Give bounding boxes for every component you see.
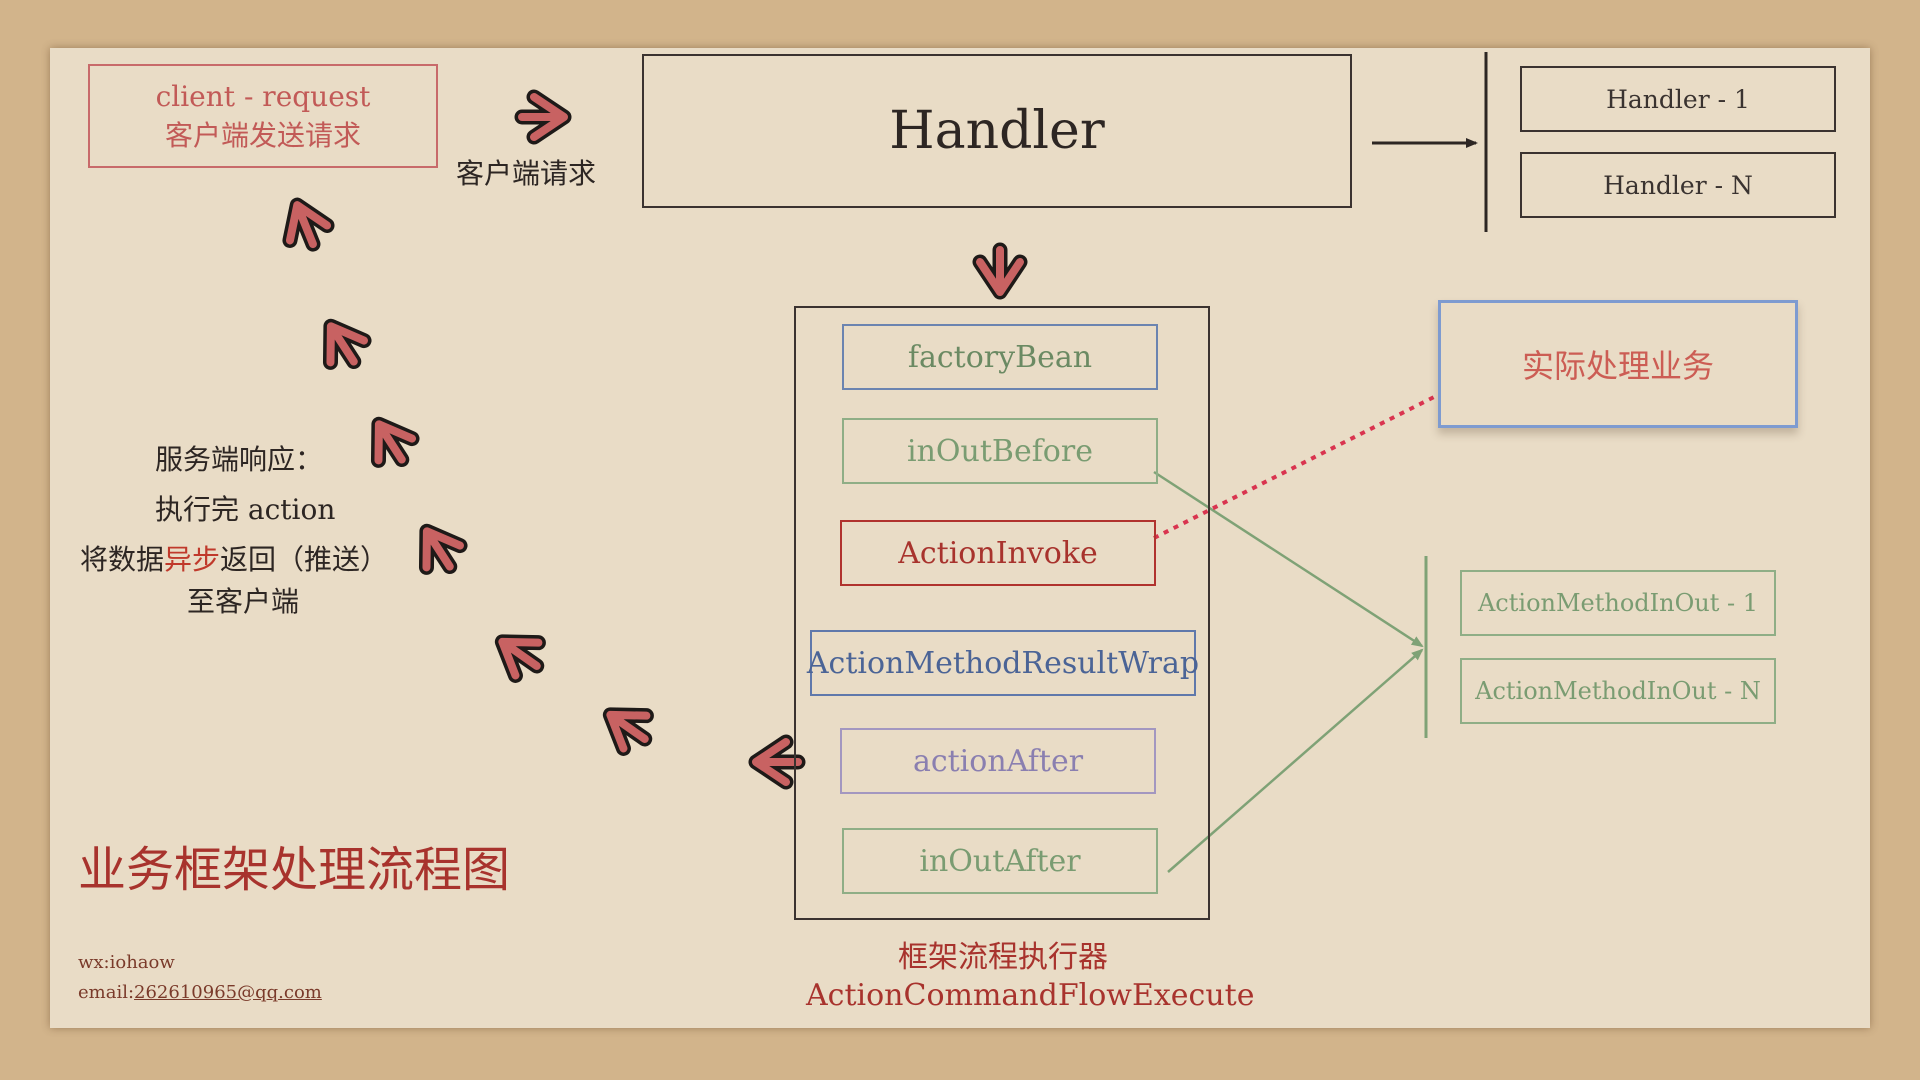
in-out-before-connector <box>1153 470 1424 648</box>
page-title: 业务框架处理流程图 <box>78 842 511 898</box>
response-suffix: 返回（推送） <box>220 543 389 576</box>
response-text-line3: 将数据异步返回（推送） <box>80 538 388 578</box>
client-request-label-cn: 客户端发送请求 <box>164 119 361 152</box>
action-invoke-step: ActionInvoke <box>840 520 1156 586</box>
client-request-box: client - request 客户端发送请求 <box>88 64 438 168</box>
response-prefix: 将数据 <box>80 543 165 576</box>
response-text-line1: 服务端响应： <box>155 443 324 476</box>
response-arrow-4 <box>362 413 418 470</box>
executor-title-cn: 框架流程执行器 <box>898 940 1108 975</box>
action-method-result-wrap-step: ActionMethodResultWrap <box>807 630 1199 696</box>
action-after-step: actionAfter <box>840 728 1156 794</box>
in-out-after-connector <box>1167 648 1424 873</box>
contact-wx: wx:iohaow <box>78 952 175 973</box>
client-request-caption: 客户端请求 <box>456 157 597 190</box>
action-method-in-out-1-box: ActionMethodInOut - 1 <box>1460 570 1776 636</box>
response-async-highlight: 异步 <box>164 543 221 576</box>
executor-title-en: ActionCommandFlowExecute <box>806 978 1255 1013</box>
executor-container <box>794 306 1210 920</box>
client-request-label-en: client - request <box>155 79 371 113</box>
handler-to-executor-arrow <box>980 250 1020 292</box>
email-label: email: <box>78 982 135 1003</box>
in-out-after-step: inOutAfter <box>842 828 1158 894</box>
response-arrow-1 <box>599 698 656 755</box>
client-request-arrow <box>522 97 564 137</box>
handler-box: Handler <box>642 54 1352 208</box>
response-text-line4: 至客户端 <box>187 585 300 618</box>
response-arrow-2 <box>491 625 548 682</box>
in-out-before-step: inOutBefore <box>842 418 1158 484</box>
response-arrow-3 <box>410 520 466 577</box>
response-arrow-6 <box>279 198 332 252</box>
response-text-line2: 执行完 action <box>155 493 336 526</box>
paper-background <box>50 48 1870 1028</box>
handler-1-box: Handler - 1 <box>1520 66 1836 132</box>
response-arrow-5 <box>314 315 370 372</box>
action-method-in-out-n-box: ActionMethodInOut - N <box>1460 658 1776 724</box>
invoke-to-business-dotted <box>1153 394 1437 540</box>
factory-bean-step: factoryBean <box>842 324 1158 390</box>
executor-return-arrow <box>756 742 798 782</box>
actual-business-box: 实际处理业务 <box>1438 300 1798 428</box>
handler-n-box: Handler - N <box>1520 152 1836 218</box>
email-link[interactable]: 262610965@qq.com <box>134 982 322 1003</box>
contact-email-line: email:262610965@qq.com <box>78 982 322 1003</box>
